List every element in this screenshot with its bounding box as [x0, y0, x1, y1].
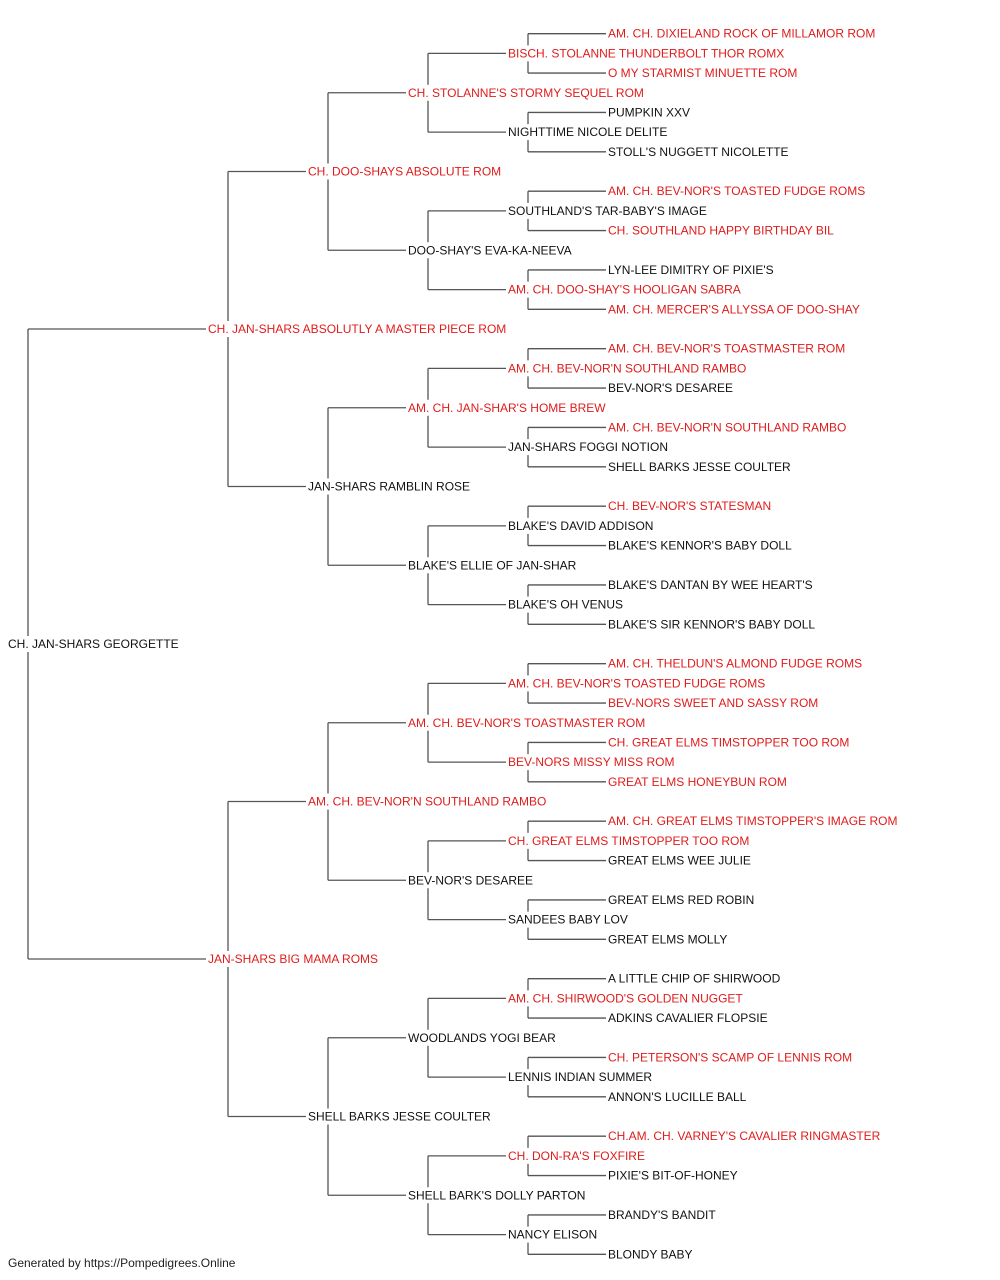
ancestor-s-s-s-s-name: BISCH. STOLANNE THUNDERBOLT THOR ROMX	[508, 46, 784, 60]
ancestor-d-d-s-s-s-name: A LITTLE CHIP OF SHIRWOOD	[608, 972, 781, 986]
ancestor-s-d-s-d-s-name: AM. CH. BEV-NOR'N SOUTHLAND RAMBO	[608, 420, 846, 434]
ancestor-s-d-name: JAN-SHARS RAMBLIN ROSE	[308, 480, 470, 494]
ancestor-s-s-d-s-name: SOUTHLAND'S TAR-BABY'S IMAGE	[508, 204, 707, 218]
ancestor-d-s-d-d-d-name: GREAT ELMS MOLLY	[608, 932, 727, 946]
ancestor-d-d-s-d-name: LENNIS INDIAN SUMMER	[508, 1070, 652, 1084]
ancestor-s-s-d-d-name: AM. CH. DOO-SHAY'S HOOLIGAN SABRA	[508, 283, 741, 297]
ancestor-s-s-s-d-d-name: STOLL'S NUGGETT NICOLETTE	[608, 145, 789, 159]
ancestor-d-d-s-s-name: AM. CH. SHIRWOOD'S GOLDEN NUGGET	[508, 991, 743, 1005]
ancestor-s-d-s-d-name: JAN-SHARS FOGGI NOTION	[508, 440, 668, 454]
generated-by-footer: Generated by https://Pompedigrees.Online	[8, 1256, 236, 1270]
ancestor-s-s-s-d-name: NIGHTTIME NICOLE DELITE	[508, 125, 667, 139]
ancestor-d-d-d-s-s-name: CH.AM. CH. VARNEY'S CAVALIER RINGMASTER	[608, 1129, 881, 1143]
ancestor-s-d-d-d-d-name: BLAKE'S SIR KENNOR'S BABY DOLL	[608, 617, 815, 631]
ancestor-d-s-d-s-s-name: AM. CH. GREAT ELMS TIMSTOPPER'S IMAGE RO…	[608, 814, 897, 828]
subject-dog-name: CH. JAN-SHARS GEORGETTE	[8, 637, 179, 651]
ancestor-d-d-name: SHELL BARKS JESSE COULTER	[308, 1110, 491, 1124]
ancestor-s-s-s-s-s-name: AM. CH. DIXIELAND ROCK OF MILLAMOR ROM	[608, 27, 875, 41]
ancestor-s-d-s-d-d-name: SHELL BARKS JESSE COULTER	[608, 460, 791, 474]
ancestor-d-s-d-s-name: CH. GREAT ELMS TIMSTOPPER TOO ROM	[508, 834, 749, 848]
ancestor-d-d-d-d-name: NANCY ELISON	[508, 1228, 597, 1242]
ancestor-d-d-d-d-s-name: BRANDY'S BANDIT	[608, 1208, 716, 1222]
ancestor-d-d-s-s-d-name: ADKINS CAVALIER FLOPSIE	[608, 1011, 768, 1025]
ancestor-d-s-d-d-s-name: GREAT ELMS RED ROBIN	[608, 893, 754, 907]
ancestor-s-d-d-d-s-name: BLAKE'S DANTAN BY WEE HEART'S	[608, 578, 813, 592]
ancestor-d-d-d-s-name: CH. DON-RA'S FOXFIRE	[508, 1149, 645, 1163]
ancestor-s-s-d-d-s-name: LYN-LEE DIMITRY OF PIXIE'S	[608, 263, 774, 277]
ancestor-s-s-d-name: DOO-SHAY'S EVA-KA-NEEVA	[408, 243, 572, 257]
ancestor-d-d-s-d-d-name: ANNON'S LUCILLE BALL	[608, 1090, 747, 1104]
ancestor-d-d-d-s-d-name: PIXIE'S BIT-OF-HONEY	[608, 1169, 738, 1183]
ancestor-s-s-name: CH. DOO-SHAYS ABSOLUTE ROM	[308, 165, 501, 179]
ancestor-d-s-s-d-s-name: CH. GREAT ELMS TIMSTOPPER TOO ROM	[608, 735, 849, 749]
ancestor-s-d-s-s-d-name: BEV-NOR'S DESAREE	[608, 381, 733, 395]
ancestor-s-d-d-s-d-name: BLAKE'S KENNOR'S BABY DOLL	[608, 539, 792, 553]
ancestor-s-s-d-d-d-name: AM. CH. MERCER'S ALLYSSA OF DOO-SHAY	[608, 302, 860, 316]
ancestor-s-s-d-s-s-name: AM. CH. BEV-NOR'S TOASTED FUDGE ROMS	[608, 184, 865, 198]
ancestor-d-s-name: AM. CH. BEV-NOR'N SOUTHLAND RAMBO	[308, 795, 546, 809]
ancestor-d-s-d-s-d-name: GREAT ELMS WEE JULIE	[608, 854, 751, 868]
ancestor-d-d-d-d-d-name: BLONDY BABY	[608, 1247, 692, 1261]
ancestor-s-d-d-s-s-name: CH. BEV-NOR'S STATESMAN	[608, 499, 771, 513]
ancestor-s-d-s-name: AM. CH. JAN-SHAR'S HOME BREW	[408, 401, 606, 415]
ancestor-s-name: CH. JAN-SHARS ABSOLUTLY A MASTER PIECE R…	[208, 322, 506, 336]
ancestor-d-s-d-name: BEV-NOR'S DESAREE	[408, 873, 533, 887]
ancestor-s-d-d-name: BLAKE'S ELLIE OF JAN-SHAR	[408, 558, 577, 572]
ancestor-s-d-s-s-name: AM. CH. BEV-NOR'N SOUTHLAND RAMBO	[508, 361, 746, 375]
ancestor-d-name: JAN-SHARS BIG MAMA ROMS	[208, 952, 378, 966]
ancestor-s-s-s-d-s-name: PUMPKIN XXV	[608, 105, 690, 119]
ancestor-d-d-s-name: WOODLANDS YOGI BEAR	[408, 1031, 556, 1045]
ancestor-d-s-s-d-name: BEV-NORS MISSY MISS ROM	[508, 755, 674, 769]
ancestor-d-s-s-s-d-name: BEV-NORS SWEET AND SASSY ROM	[608, 696, 818, 710]
ancestor-s-d-d-s-name: BLAKE'S DAVID ADDISON	[508, 519, 653, 533]
ancestor-s-d-d-d-name: BLAKE'S OH VENUS	[508, 598, 623, 612]
ancestor-d-d-d-name: SHELL BARK'S DOLLY PARTON	[408, 1188, 585, 1202]
ancestor-d-s-s-d-d-name: GREAT ELMS HONEYBUN ROM	[608, 775, 787, 789]
ancestor-s-d-s-s-s-name: AM. CH. BEV-NOR'S TOASTMASTER ROM	[608, 342, 845, 356]
ancestor-d-s-d-d-name: SANDEES BABY LOV	[508, 913, 628, 927]
ancestor-s-s-s-s-d-name: O MY STARMIST MINUETTE ROM	[608, 66, 797, 80]
ancestor-d-s-s-name: AM. CH. BEV-NOR'S TOASTMASTER ROM	[408, 716, 645, 730]
ancestor-d-s-s-s-name: AM. CH. BEV-NOR'S TOASTED FUDGE ROMS	[508, 676, 765, 690]
ancestor-d-s-s-s-s-name: AM. CH. THELDUN'S ALMOND FUDGE ROMS	[608, 657, 862, 671]
ancestor-s-s-d-s-d-name: CH. SOUTHLAND HAPPY BIRTHDAY BIL	[608, 224, 834, 238]
ancestor-d-d-s-d-s-name: CH. PETERSON'S SCAMP OF LENNIS ROM	[608, 1050, 852, 1064]
ancestor-s-s-s-name: CH. STOLANNE'S STORMY SEQUEL ROM	[408, 86, 644, 100]
